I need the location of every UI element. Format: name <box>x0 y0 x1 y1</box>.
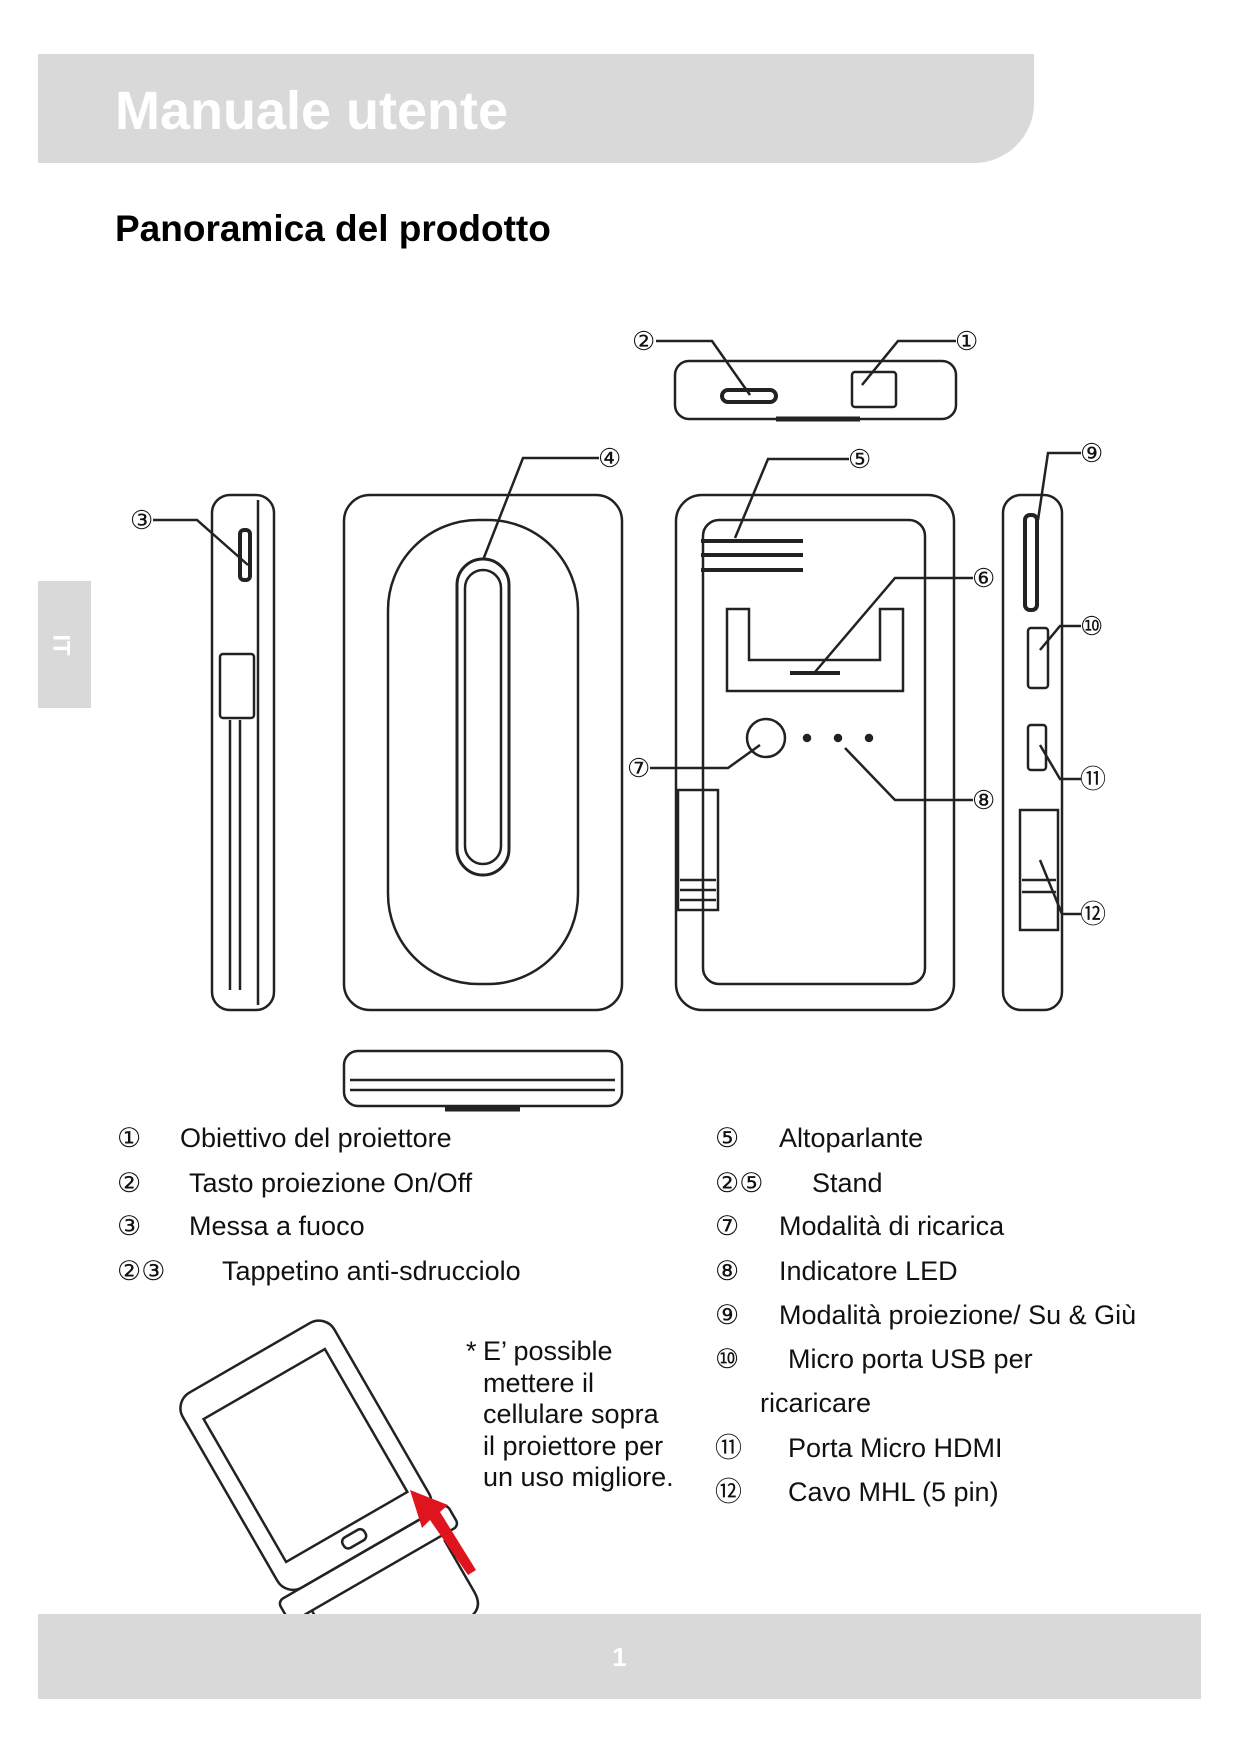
legend-label: Indicatore LED <box>779 1256 958 1286</box>
legend-label: Tasto proiezione On/Off <box>189 1168 473 1198</box>
legend-num: ②⑤ <box>715 1168 764 1198</box>
red-arrow-icon <box>410 1490 476 1575</box>
note-line: mettere il <box>483 1367 595 1398</box>
note-line: il proiettore per <box>483 1430 664 1461</box>
footer-band: 1 <box>38 1614 1201 1699</box>
legend-label: Stand <box>812 1168 883 1198</box>
callout-3: ③ <box>130 505 154 535</box>
legend-num: ⑫ <box>715 1477 742 1507</box>
legend-label: Micro porta USB per <box>788 1344 1033 1374</box>
callout-4: ④ <box>598 443 622 473</box>
callout-lines <box>153 339 1081 916</box>
legend-num: ③ <box>117 1211 142 1241</box>
callout-11: ⑪ <box>1080 764 1107 794</box>
legend-label: Modalità proiezione/ Su & Giù <box>779 1300 1137 1330</box>
front-view <box>342 493 624 1012</box>
callout-12: ⑫ <box>1080 899 1107 929</box>
legend-label: Porta Micro HDMI <box>788 1433 1003 1463</box>
callout-1: ① <box>955 326 979 356</box>
note-asterisk: * <box>466 1336 477 1366</box>
language-tab: IT <box>38 581 91 708</box>
section-title: Panoramica del prodotto <box>115 208 551 249</box>
legend-label: Cavo MHL (5 pin) <box>788 1477 999 1507</box>
legend-num: ⑩ <box>715 1344 740 1374</box>
callout-10: ⑩ <box>1080 611 1104 641</box>
callout-2-top: ② <box>632 326 656 356</box>
bottom-view <box>342 1049 624 1112</box>
left-side-view <box>210 493 276 1012</box>
legend-num: ⑦ <box>715 1211 740 1241</box>
callout-6: ⑥ <box>972 563 996 593</box>
legend-num: ②③ <box>117 1256 166 1286</box>
note-line: un uso migliore. <box>483 1462 674 1492</box>
manual-title: Manuale utente <box>115 81 509 141</box>
legend-label-continued: ricaricare <box>760 1388 872 1418</box>
legend-label: Modalità di ricarica <box>779 1211 1005 1241</box>
legend-label: Altoparlante <box>779 1123 924 1153</box>
note-line: cellulare sopra <box>483 1399 659 1429</box>
top-view-device <box>673 359 958 422</box>
legend-num: ⑨ <box>715 1300 740 1330</box>
legend-label: Obiettivo del proiettore <box>180 1123 452 1153</box>
callout-9: ⑨ <box>1080 438 1104 468</box>
legend-num: ⑤ <box>715 1123 740 1153</box>
legend-num: ⑧ <box>715 1256 740 1286</box>
legend-num: ⑪ <box>715 1433 742 1463</box>
legend-label: Tappetino anti-sdrucciolo <box>222 1256 521 1286</box>
legend-num: ① <box>117 1123 142 1153</box>
note-line: E’ possible <box>483 1336 613 1366</box>
callout-7: ⑦ <box>627 753 651 783</box>
back-view <box>674 493 956 1012</box>
phone-note: * E’ possible mettere il cellulare sopra… <box>466 1336 696 1494</box>
page-number: 1 <box>612 1642 627 1672</box>
header-band <box>38 54 1034 163</box>
callout-8: ⑧ <box>972 785 996 815</box>
legend-label: Messa a fuoco <box>189 1211 365 1241</box>
right-side-view <box>1001 493 1064 1012</box>
callout-5: ⑤ <box>848 444 872 474</box>
legend-num: ② <box>117 1168 142 1198</box>
